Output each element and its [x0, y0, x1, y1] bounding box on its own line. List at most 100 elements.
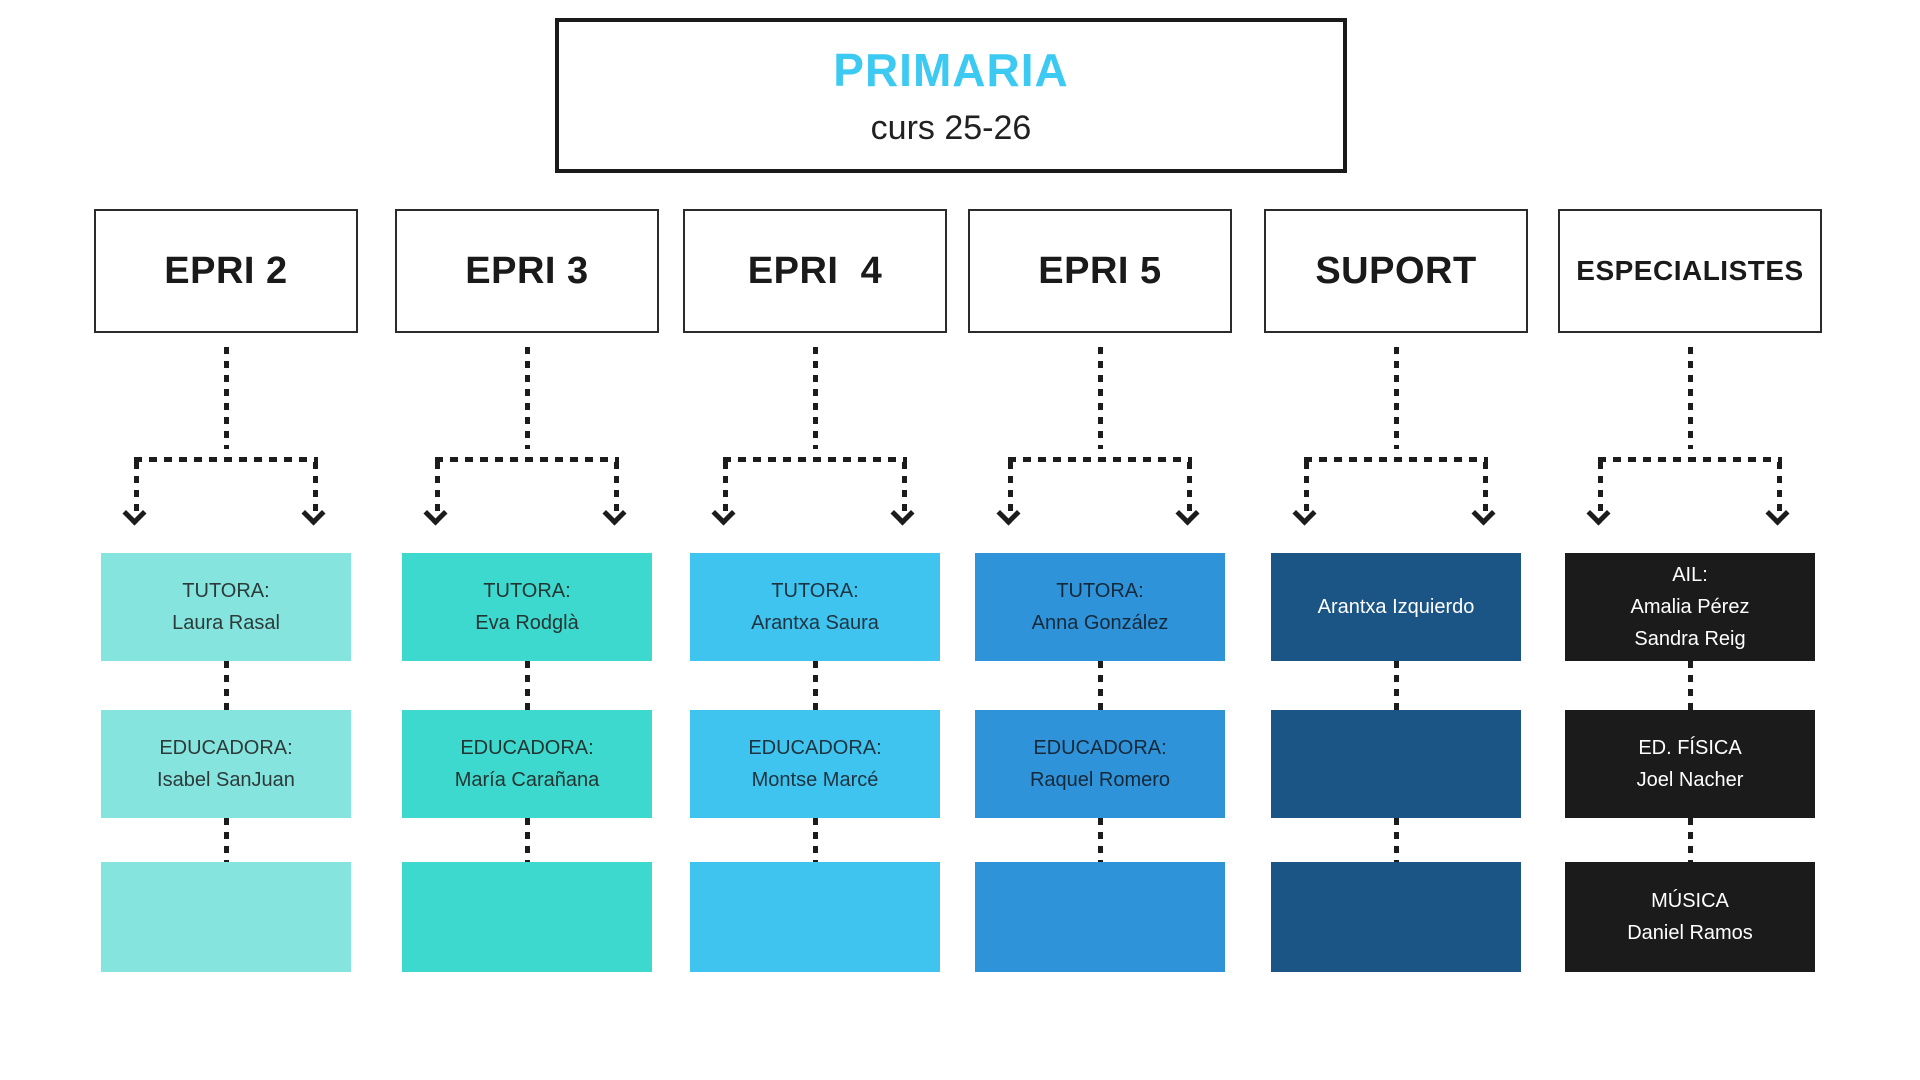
role-box-educadora: EDUCADORA: Raquel Romero: [975, 710, 1225, 818]
role-box-empty: [1271, 862, 1521, 972]
connector-stem: [1097, 347, 1103, 449]
person-name: Joel Nacher: [1636, 769, 1744, 791]
column-especialistes: ESPECIALISTES AIL: Amalia Pérez Sandra R…: [1558, 209, 1822, 972]
arrow-down-icon: [996, 501, 1021, 526]
connector-crossbar: [435, 457, 619, 462]
connector-arm-left: [134, 462, 139, 512]
person-name: Laura Rasal: [172, 612, 280, 634]
header-epri-4: EPRI 4: [683, 209, 947, 333]
arrow-down-icon: [423, 501, 448, 526]
role-label: TUTORA:: [182, 580, 270, 602]
person-name: Anna González: [1031, 612, 1169, 634]
title-box: PRIMARIA curs 25-26: [555, 18, 1347, 173]
dashed-connector: [395, 333, 659, 553]
header-epri-2: EPRI 2: [94, 209, 358, 333]
connector-crossbar: [1304, 457, 1488, 462]
dashed-connector: [683, 333, 947, 553]
arrow-down-icon: [602, 501, 627, 526]
role-box-empty: [690, 862, 940, 972]
connector-stem: [1393, 347, 1399, 449]
connector-arm-right: [1187, 462, 1192, 512]
column-suport: SUPORT Arantxa Izquierdo: [1264, 209, 1528, 972]
role-box-tutora: TUTORA: Eva Rodglà: [402, 553, 652, 661]
column-epri-2: EPRI 2 TUTORA: Laura Rasal EDUCADORA: Is…: [94, 209, 358, 972]
role-label: EDUCADORA:: [159, 737, 293, 759]
role-box-tutora: TUTORA: Anna González: [975, 553, 1225, 661]
arrow-down-icon: [1765, 501, 1790, 526]
role-box-empty: [1271, 710, 1521, 818]
connector-stem: [524, 347, 530, 449]
role-box-ed-fisica: ED. FÍSICA Joel Nacher: [1565, 710, 1815, 818]
role-label: AIL:: [1672, 564, 1708, 586]
connector-arm-right: [313, 462, 318, 512]
person-name: Arantxa Saura: [751, 612, 879, 634]
role-label: ED. FÍSICA: [1638, 737, 1742, 759]
person-name: Eva Rodglà: [475, 612, 579, 634]
role-box-tutora: TUTORA: Arantxa Saura: [690, 553, 940, 661]
arrow-down-icon: [711, 501, 736, 526]
page-title: PRIMARIA: [833, 44, 1069, 96]
connector-arm-right: [902, 462, 907, 512]
arrow-down-icon: [890, 501, 915, 526]
role-box-educadora: EDUCADORA: Isabel SanJuan: [101, 710, 351, 818]
row-link-dash: [1687, 661, 1693, 710]
connector-crossbar: [723, 457, 907, 462]
role-box-empty: [975, 862, 1225, 972]
arrow-down-icon: [301, 501, 326, 526]
role-box-educadora: EDUCADORA: María Carañana: [402, 710, 652, 818]
role-box-tutora: TUTORA: Laura Rasal: [101, 553, 351, 661]
person-name: Raquel Romero: [1029, 769, 1171, 791]
header-especialistes: ESPECIALISTES: [1558, 209, 1822, 333]
dashed-connector: [1264, 333, 1528, 553]
role-label: EDUCADORA:: [748, 737, 882, 759]
connector-crossbar: [134, 457, 318, 462]
header-label: SUPORT: [1315, 249, 1477, 292]
arrow-down-icon: [1586, 501, 1611, 526]
connector-crossbar: [1598, 457, 1782, 462]
role-label: TUTORA:: [483, 580, 571, 602]
connector-arm-left: [1008, 462, 1013, 512]
arrow-down-icon: [1292, 501, 1317, 526]
arrow-down-icon: [122, 501, 147, 526]
connector-arm-left: [1304, 462, 1309, 512]
header-label: EPRI 5: [1038, 249, 1162, 292]
connector-arm-right: [1777, 462, 1782, 512]
connector-stem: [223, 347, 229, 449]
arrow-down-icon: [1175, 501, 1200, 526]
header-suport: SUPORT: [1264, 209, 1528, 333]
page-subtitle: curs 25-26: [870, 109, 1032, 147]
row-link-dash: [524, 818, 530, 862]
column-epri-4: EPRI 4 TUTORA: Arantxa Saura EDUCADORA: …: [683, 209, 947, 972]
person-name: Isabel SanJuan: [157, 769, 295, 791]
header-label: ESPECIALISTES: [1576, 255, 1804, 286]
row-link-dash: [524, 661, 530, 710]
role-label: EDUCADORA:: [1033, 737, 1167, 759]
role-label: TUTORA:: [1056, 580, 1144, 602]
person-name: María Carañana: [454, 769, 600, 791]
dashed-connector: [1558, 333, 1822, 553]
person-name: Montse Marcé: [751, 769, 879, 791]
row-link-dash: [223, 818, 229, 862]
connector-crossbar: [1008, 457, 1192, 462]
role-box-empty: [402, 862, 652, 972]
role-label: MÚSICA: [1651, 890, 1729, 912]
connector-arm-right: [1483, 462, 1488, 512]
role-box-ail: AIL: Amalia Pérez Sandra Reig: [1565, 553, 1815, 661]
row-link-dash: [812, 818, 818, 862]
header-label: EPRI 3: [465, 249, 589, 292]
column-epri-5: EPRI 5 TUTORA: Anna González EDUCADORA: …: [968, 209, 1232, 972]
row-link-dash: [1393, 818, 1399, 862]
connector-arm-left: [1598, 462, 1603, 512]
row-link-dash: [223, 661, 229, 710]
dashed-connector: [94, 333, 358, 553]
arrow-down-icon: [1471, 501, 1496, 526]
row-link-dash: [1097, 661, 1103, 710]
connector-arm-left: [435, 462, 440, 512]
connector-arm-left: [723, 462, 728, 512]
role-box-empty: [101, 862, 351, 972]
connector-stem: [812, 347, 818, 449]
header-label: EPRI 4: [747, 249, 883, 292]
person-name: Amalia Pérez: [1630, 596, 1750, 618]
dashed-connector: [968, 333, 1232, 553]
